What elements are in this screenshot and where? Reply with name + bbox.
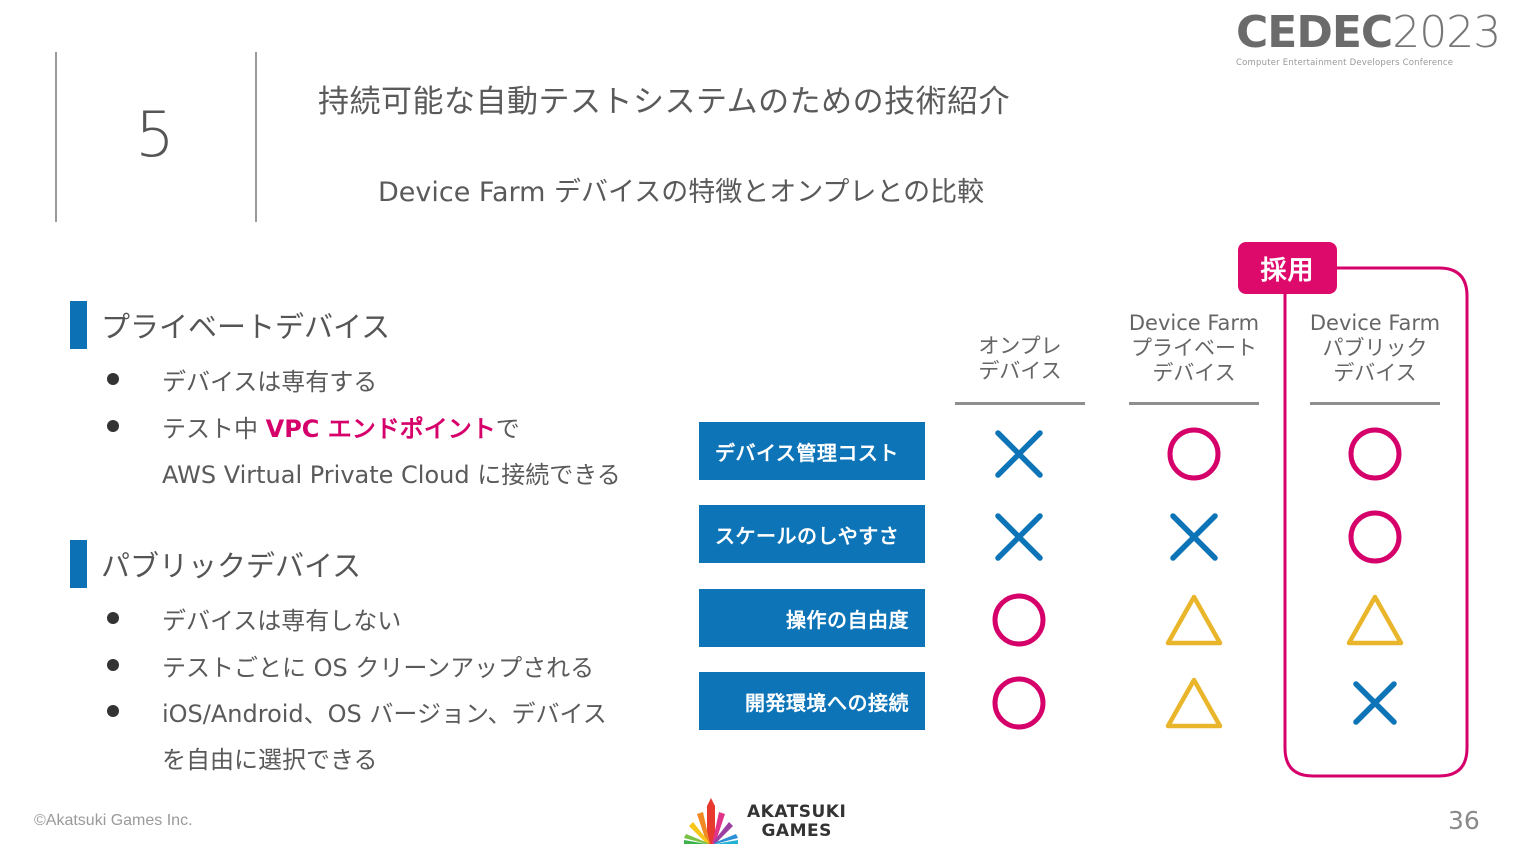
bullet-item: iOS/Android、OS バージョン、デバイス bbox=[107, 694, 607, 729]
bullet-dot-icon bbox=[107, 612, 119, 624]
cross-icon bbox=[1170, 513, 1218, 561]
triangle-icon bbox=[1165, 677, 1223, 729]
column-header-line: デバイス bbox=[1152, 361, 1236, 385]
bullet-item: テスト中 VPC エンドポイントで bbox=[107, 409, 520, 444]
akatsuki-sunrise-icon bbox=[684, 798, 738, 844]
section-number: 5 bbox=[135, 98, 175, 171]
bullet-text: iOS/Android、OS バージョン、デバイス bbox=[162, 700, 607, 728]
circle-icon bbox=[1348, 427, 1402, 481]
column-header-line: デバイス bbox=[1333, 361, 1417, 385]
bullet-spacer bbox=[107, 466, 119, 478]
row-label-dev-env-connection: 開発環境への接続 bbox=[699, 672, 925, 730]
column-header-underline bbox=[1129, 402, 1259, 405]
section-heading-private: プライベートデバイス bbox=[70, 301, 390, 349]
bullet-item: テストごとに OS クリーンアップされる bbox=[107, 648, 594, 683]
column-header-line: プライベート bbox=[1131, 336, 1257, 360]
section-title: パブリックデバイス bbox=[101, 549, 362, 583]
header-divider-right bbox=[255, 52, 257, 222]
bullet-continuation: AWS Virtual Private Cloud に接続できる bbox=[107, 455, 621, 490]
cedec-logo-year: 2023 bbox=[1392, 7, 1501, 58]
circle-icon bbox=[992, 593, 1046, 647]
bullet-text: AWS Virtual Private Cloud に接続できる bbox=[162, 461, 621, 489]
column-header-onprem: オンプレ デバイス bbox=[955, 334, 1085, 384]
circle-icon bbox=[1167, 427, 1221, 481]
column-header-underline bbox=[955, 402, 1085, 405]
bullet-text-suffix: で bbox=[495, 415, 520, 443]
section-heading-public: パブリックデバイス bbox=[70, 540, 361, 588]
copyright-text: ©Akatsuki Games Inc. bbox=[34, 812, 193, 829]
adopted-column-frame bbox=[1283, 266, 1469, 778]
cedec-logo: CEDEC2023 Computer Entertainment Develop… bbox=[1236, 10, 1506, 74]
adopted-badge: 採用 bbox=[1238, 242, 1337, 294]
page-title: 持続可能な自動テストシステムのための技術紹介 bbox=[318, 84, 1011, 120]
cross-icon bbox=[995, 430, 1043, 478]
bullet-text: デバイスは専有する bbox=[162, 368, 378, 396]
section-marker-bar bbox=[70, 301, 87, 349]
bullet-item: デバイスは専有する bbox=[107, 362, 377, 397]
column-header-line: パブリック bbox=[1322, 336, 1428, 360]
bullet-dot-icon bbox=[107, 705, 119, 717]
bullet-dot-icon bbox=[107, 373, 119, 385]
cross-icon bbox=[1353, 681, 1397, 725]
bullet-dot-icon bbox=[107, 659, 119, 671]
bullet-text: を自由に選択できる bbox=[162, 746, 378, 774]
akatsuki-logo-line2: GAMES bbox=[761, 821, 832, 841]
page-number: 36 bbox=[1448, 806, 1480, 835]
cedec-logo-name: CEDEC bbox=[1236, 7, 1393, 58]
column-header-underline bbox=[1310, 402, 1440, 405]
section-marker-bar bbox=[70, 540, 87, 588]
bullet-text-prefix: テスト中 bbox=[162, 415, 266, 443]
bullet-dot-icon bbox=[107, 420, 119, 432]
bullet-spacer bbox=[107, 751, 119, 763]
akatsuki-games-logo: AKATSUKI GAMES bbox=[683, 796, 846, 848]
row-label-device-cost: デバイス管理コスト bbox=[699, 422, 925, 480]
header-divider-left bbox=[55, 52, 57, 222]
column-header-line: オンプレ bbox=[978, 334, 1062, 358]
cedec-logo-tagline: Computer Entertainment Developers Confer… bbox=[1236, 58, 1454, 68]
column-header-devicefarm-public: Device Farm パブリック デバイス bbox=[1305, 311, 1445, 386]
bullet-item: デバイスは専有しない bbox=[107, 601, 401, 636]
row-label-operation-freedom: 操作の自由度 bbox=[699, 589, 925, 647]
highlight-vpc-endpoint: VPC エンドポイント bbox=[265, 415, 496, 443]
column-header-line: Device Farm bbox=[1309, 311, 1441, 335]
column-header-line: デバイス bbox=[978, 359, 1062, 383]
page-subtitle: Device Farm デバイスの特徴とオンプレとの比較 bbox=[378, 177, 985, 208]
column-header-line: Device Farm bbox=[1128, 311, 1260, 335]
bullet-continuation: を自由に選択できる bbox=[107, 740, 378, 775]
akatsuki-logo-line1: AKATSUKI bbox=[747, 802, 847, 822]
circle-icon bbox=[992, 676, 1046, 730]
section-title: プライベートデバイス bbox=[101, 310, 391, 344]
bullet-text: デバイスは専有しない bbox=[162, 607, 402, 635]
triangle-icon bbox=[1346, 594, 1404, 646]
column-header-devicefarm-private: Device Farm プライベート デバイス bbox=[1124, 311, 1264, 386]
circle-icon bbox=[1348, 510, 1402, 564]
bullet-text: テストごとに OS クリーンアップされる bbox=[162, 654, 595, 682]
triangle-icon bbox=[1165, 594, 1223, 646]
row-label-scalability: スケールのしやすさ bbox=[699, 505, 925, 563]
bullet-text: テスト中 VPC エンドポイントで bbox=[162, 409, 520, 444]
cross-icon bbox=[995, 513, 1043, 561]
